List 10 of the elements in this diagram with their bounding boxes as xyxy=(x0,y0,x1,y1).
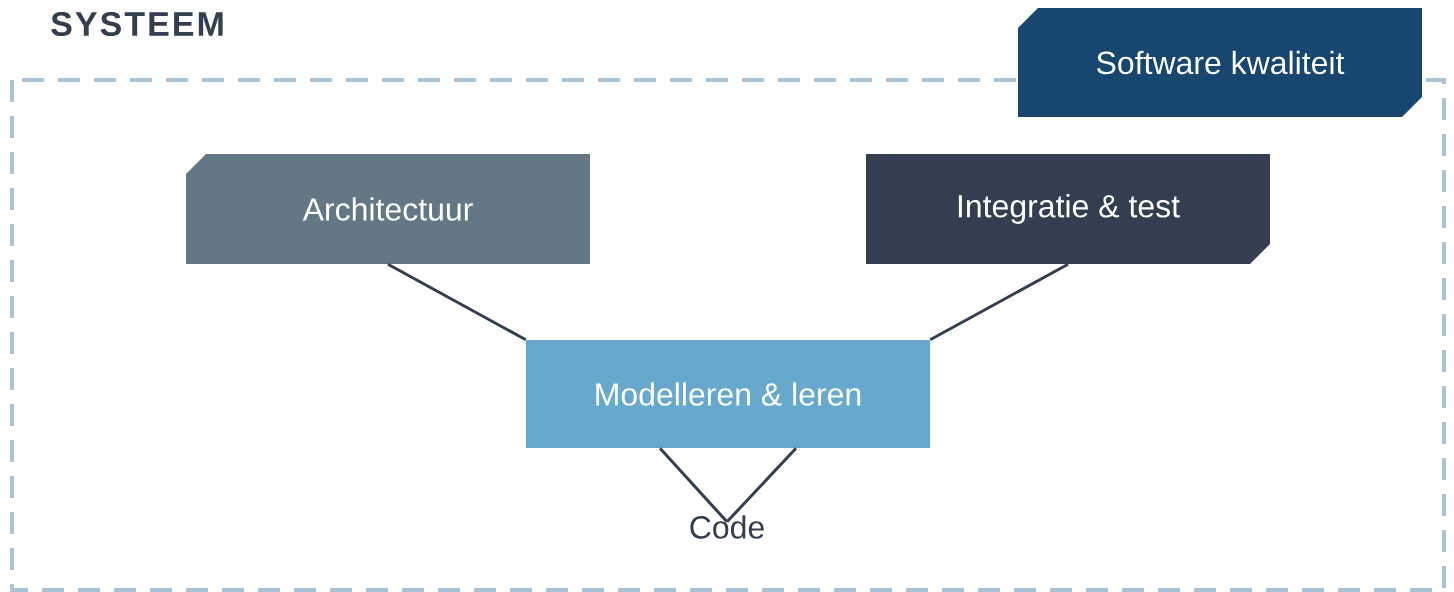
label-box: Software kwaliteit xyxy=(1018,8,1422,117)
connector-line xyxy=(387,262,527,342)
phase-box: Integratie & test xyxy=(866,154,1270,264)
phase-box: Architectuur xyxy=(186,154,590,264)
phase-box: Modelleren & leren xyxy=(526,340,930,448)
node-label: SYSTEEM xyxy=(51,11,223,37)
connector-line xyxy=(929,262,1069,342)
connector-line xyxy=(725,447,798,523)
connector-line xyxy=(658,447,729,523)
text-label: Code xyxy=(690,515,764,539)
